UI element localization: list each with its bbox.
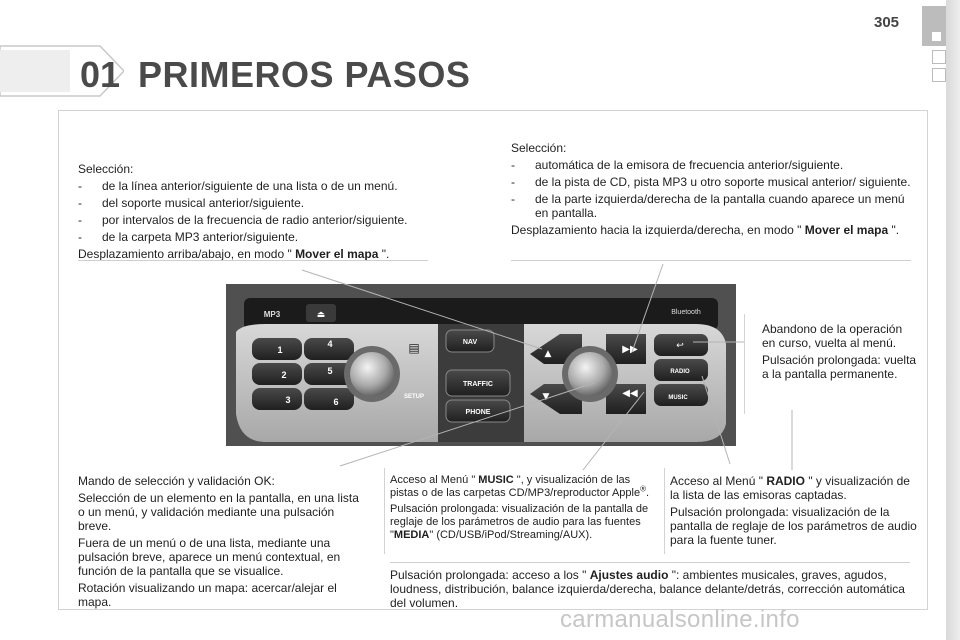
chapter-title: PRIMEROS PASOS [138, 54, 471, 95]
radio-long-press: Pulsación prolongada: visualización de l… [670, 505, 917, 547]
music-long-press: Pulsación prolongada: visualización de l… [390, 503, 649, 541]
mode-name: Mover el mapa [295, 247, 379, 261]
svg-text:↩: ↩ [676, 341, 684, 351]
list-item: -de la pista de CD, pista MP3 u otro sop… [511, 175, 911, 189]
nav-label: NAV [463, 339, 478, 346]
music-access: Acceso al Menú " MUSIC ", y visualizació… [390, 474, 650, 499]
ok-rotation: Rotación visualizando un mapa: acercar/a… [78, 581, 337, 609]
divider [511, 260, 911, 261]
audio-settings-name: Ajustes audio [589, 568, 669, 582]
watermark: carmanualsonline.info [560, 606, 800, 633]
ok-context-menu: Fuera de un menú o de una lista, mediant… [78, 536, 341, 578]
list-item: -de la línea anterior/siguiente de una l… [78, 179, 398, 193]
list-item: -de la parte izquierda/derecha de la pan… [511, 192, 905, 220]
left-top-footer: Desplazamiento arriba/abajo, en modo " M… [78, 247, 390, 261]
ok-control-title: Mando de selección y validación OK: [78, 474, 275, 488]
list-item: -por intervalos de la frecuencia de radi… [78, 213, 408, 227]
audio-settings-long-press: Pulsación prolongada: acceso a los " Aju… [390, 568, 905, 610]
preset-4-label: 4 [327, 339, 332, 349]
preset-3-label: 3 [285, 395, 290, 405]
radio-menu-name: RADIO [766, 474, 805, 488]
svg-text:▶▶: ▶▶ [622, 344, 638, 355]
mode-name: Mover el mapa [804, 223, 889, 237]
divider [78, 260, 428, 261]
escape-description: Abandono de la operación en curso, vuelt… [762, 322, 903, 350]
thumb-tab [922, 6, 946, 46]
preset-5-label: 5 [327, 366, 332, 376]
chapter-number: 01 [80, 54, 121, 95]
page-edge-strip [946, 0, 960, 640]
list-item-text: de la pista de CD, pista MP3 u otro sopo… [535, 175, 911, 189]
preset-2-label: 2 [281, 370, 286, 380]
svg-text:⏏: ⏏ [317, 309, 326, 319]
radio-panel-illustration: ⏏ MP3 Bluetooth 1 4 2 5 3 6 ▤ SETUP NAV … [226, 284, 736, 446]
content-frame [58, 110, 928, 610]
divider [744, 314, 745, 414]
list-item-text: de la carpeta MP3 anterior/siguiente. [102, 230, 299, 244]
left-top-heading: Selección: [78, 162, 134, 176]
list-item: -de la carpeta MP3 anterior/siguiente. [78, 230, 299, 244]
bottom-left-block: Mando de selección y validación OK: Sele… [78, 474, 362, 612]
svg-text:▤: ▤ [408, 341, 419, 355]
list-item: -automática de la emisora de frecuencia … [511, 158, 844, 172]
bottom-right-block: Acceso al Menú " RADIO " y visualización… [670, 474, 918, 550]
svg-text:◀◀: ◀◀ [622, 388, 638, 399]
right-side-block: Abandono de la operación en curso, vuelt… [762, 322, 918, 384]
preset-1-label: 1 [277, 345, 282, 355]
right-top-heading: Selección: [511, 141, 567, 155]
radio-access: Acceso al Menú " RADIO " y visualización… [670, 474, 910, 502]
svg-text:▼: ▼ [543, 392, 550, 402]
bluetooth-label: Bluetooth [671, 309, 701, 316]
list-item-text: del soporte musical anterior/siguiente. [102, 196, 305, 210]
thumb-tab-marker [932, 32, 941, 41]
phone-label: PHONE [466, 409, 491, 416]
ok-short-press: Selección de un elemento en la pantalla,… [78, 491, 359, 533]
left-top-block: Selección: -de la línea anterior/siguien… [78, 162, 438, 264]
list-item: -del soporte musical anterior/siguiente. [78, 196, 305, 210]
side-box-1 [932, 50, 946, 64]
divider [384, 468, 385, 554]
list-item-text: de la línea anterior/siguiente de una li… [102, 179, 398, 193]
mp3-label: MP3 [264, 310, 281, 319]
side-box-2 [932, 68, 946, 82]
svg-text:▲: ▲ [545, 349, 552, 359]
divider [664, 468, 665, 554]
traffic-label: TRAFFIC [463, 381, 493, 388]
list-item-text: automática de la emisora de frecuencia a… [535, 158, 844, 172]
music-label: MUSIC [668, 395, 688, 401]
list-item-text: por intervalos de la frecuencia de radio… [102, 213, 408, 227]
media-name: MEDIA [393, 529, 430, 541]
music-menu-name: MUSIC [478, 474, 514, 486]
divider [390, 562, 910, 563]
chapter-chevron [0, 45, 124, 97]
setup-label: SETUP [404, 394, 424, 400]
preset-6-label: 6 [333, 397, 338, 407]
bottom-center-block: Pulsación prolongada: acceso a los " Aju… [390, 568, 910, 613]
page-number: 305 [874, 14, 900, 31]
right-top-footer: Desplazamiento hacia la izquierda/derech… [511, 223, 900, 237]
right-top-block: Selección: -automática de la emisora de … [511, 141, 911, 240]
bottom-mid-block: Acceso al Menú " MUSIC ", y visualizació… [390, 474, 658, 545]
radio-label: RADIO [670, 369, 690, 375]
list-item-text: de la parte izquierda/derecha de la pant… [535, 192, 905, 220]
escape-long-press: Pulsación prolongada: vuelta a la pantal… [762, 353, 917, 381]
